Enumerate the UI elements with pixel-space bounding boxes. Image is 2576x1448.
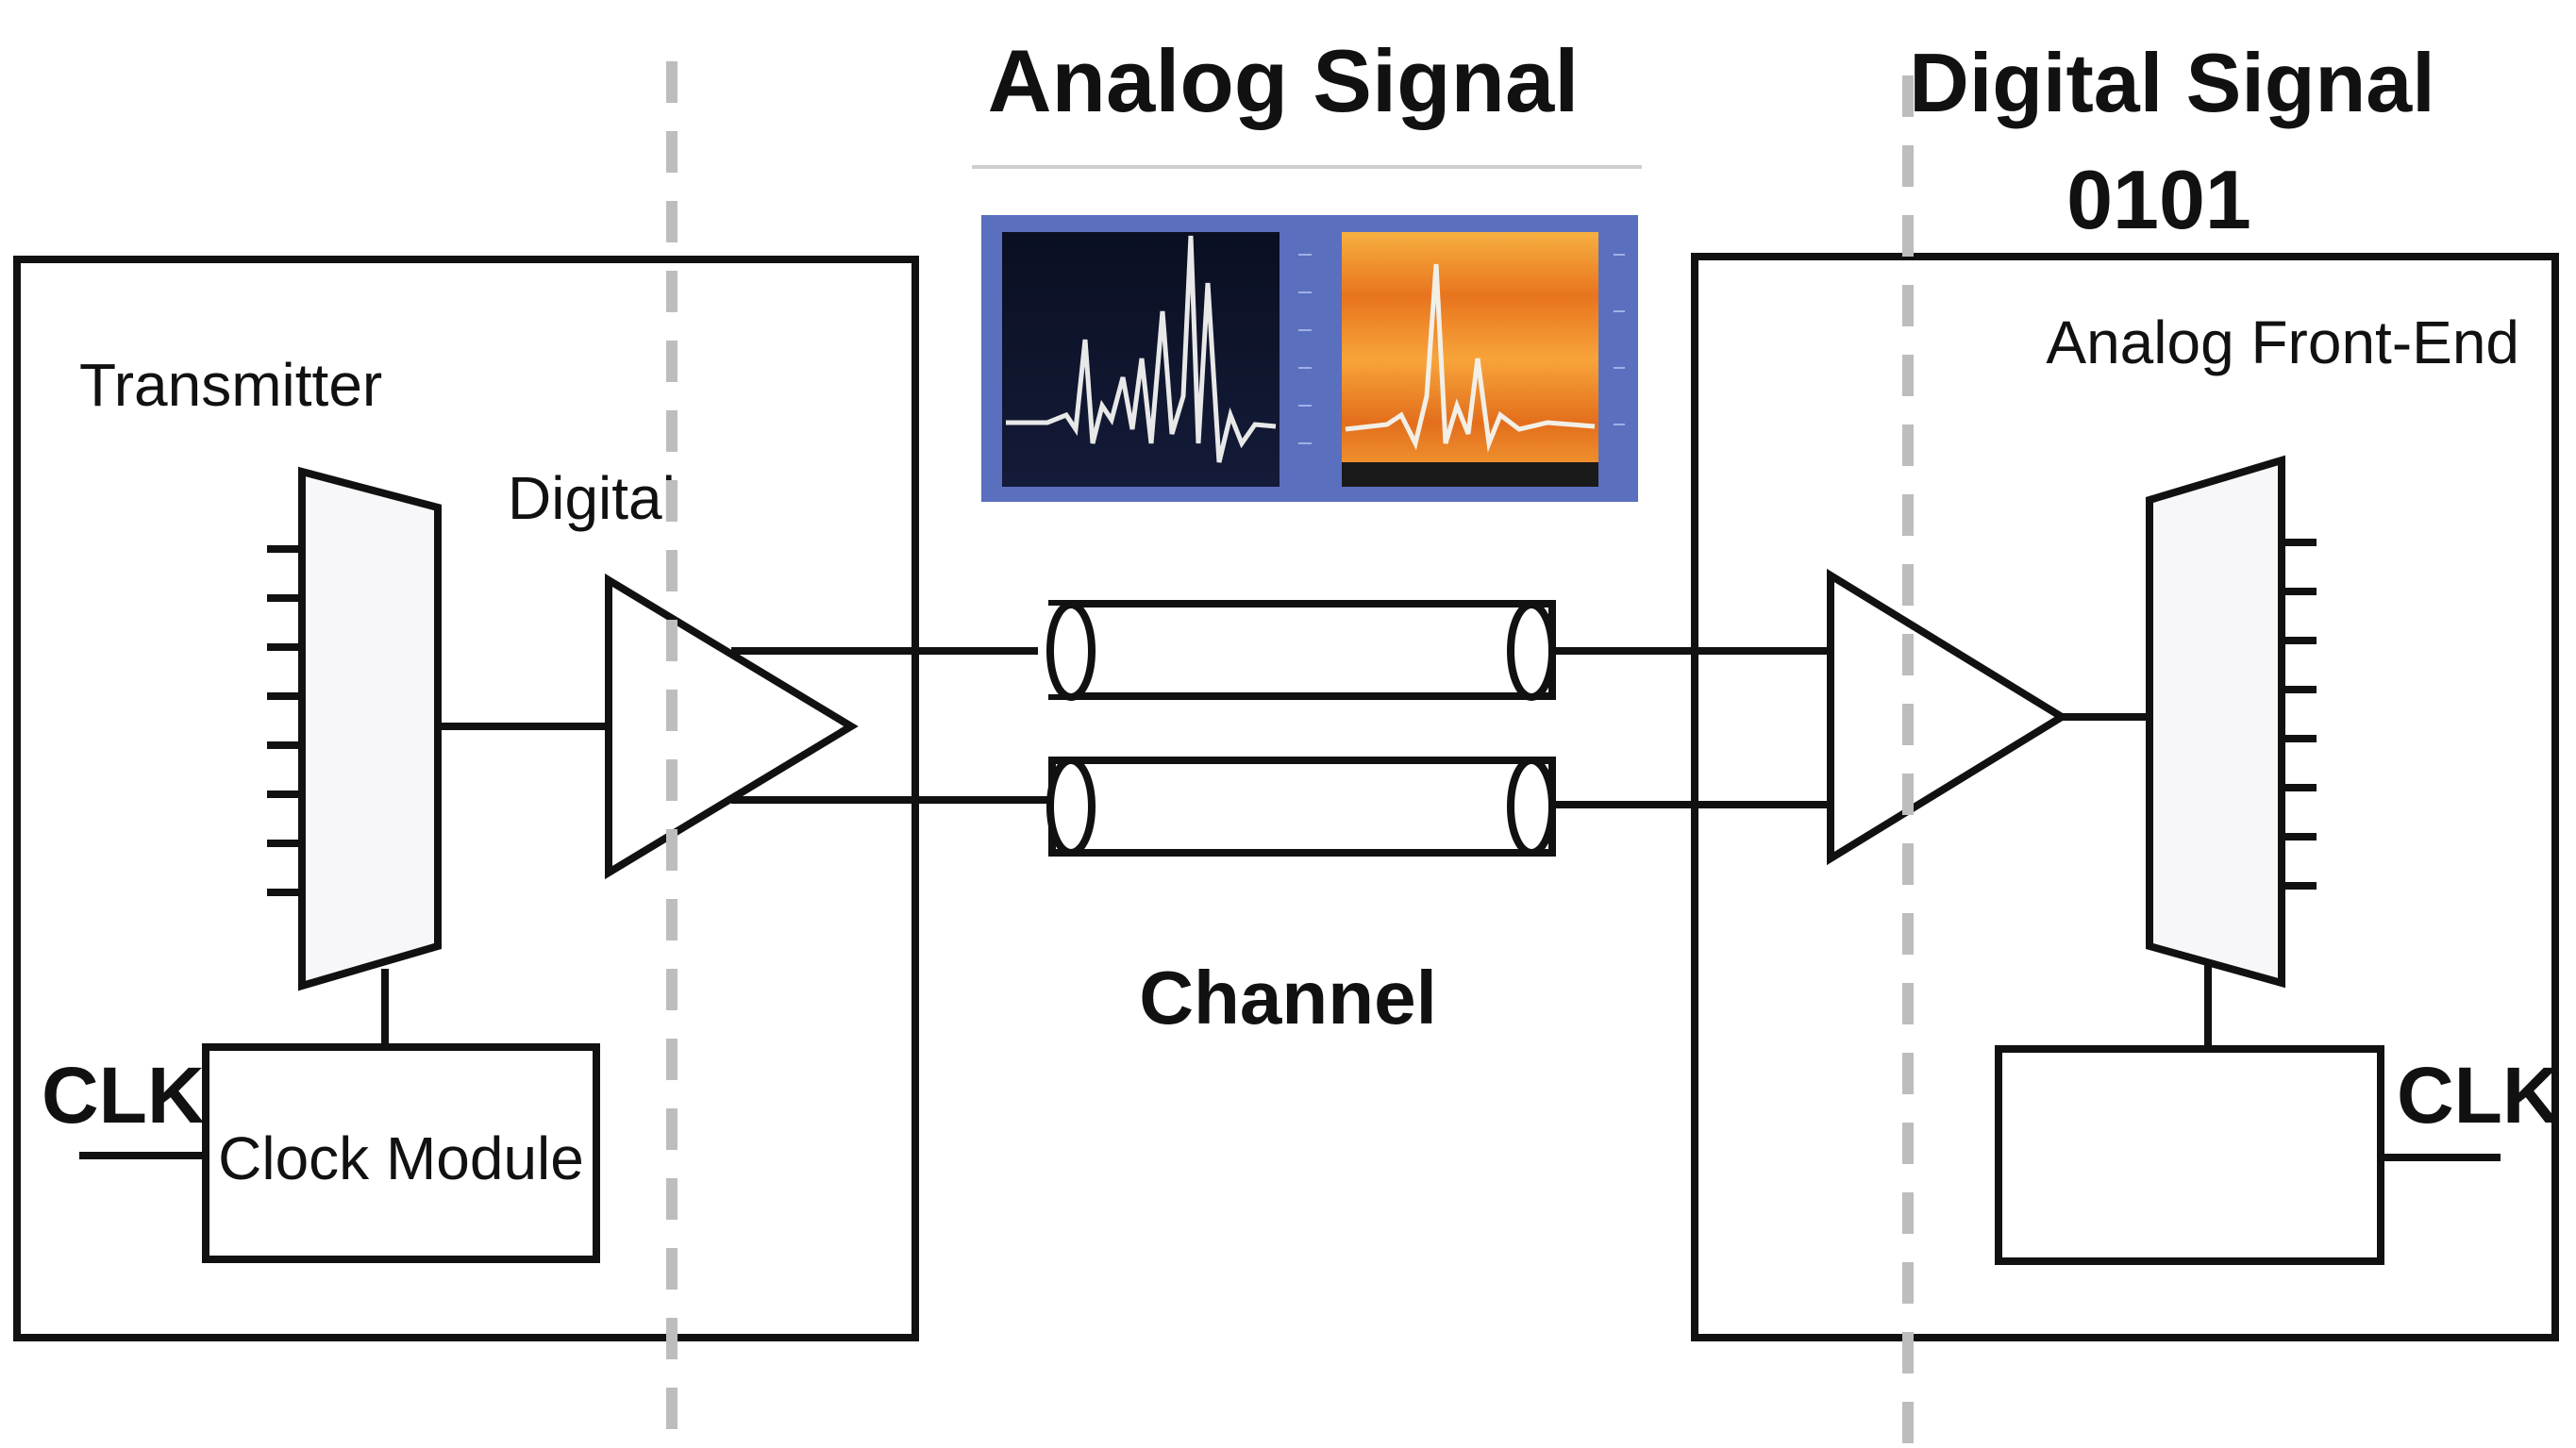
scope-scale-ticks: [1298, 254, 1625, 444]
digital-label: Digital: [508, 464, 676, 532]
clock-module-box: [202, 1043, 600, 1263]
scope-right-screen: [1342, 232, 1598, 487]
rx-clock-box: [1995, 1045, 2384, 1265]
digital-signal-title: Digital Signal: [1909, 36, 2434, 129]
scope-right-band: [1342, 462, 1598, 487]
digital-value-text: 0101: [2066, 153, 2251, 246]
tx-driver-icon: [605, 573, 859, 880]
coaxial-cable-bottom-icon: [1046, 757, 1556, 857]
rx-amplifier-icon: [1827, 568, 2069, 866]
channel-label: Channel: [1139, 956, 1437, 1040]
oscilloscope-screens-icon: [981, 215, 1638, 502]
analog-front-end-label: Analog Front-End: [2046, 308, 2519, 376]
transmitter-label: Transmitter: [79, 351, 382, 419]
scope-right-waveform: [1345, 263, 1596, 453]
receiver-box: [1691, 253, 2559, 1341]
scope-left-waveform: [1006, 235, 1277, 463]
rx-deserializer-icon: [2146, 455, 2317, 989]
tx-clk-label: CLK: [42, 1051, 205, 1140]
clock-module-label: Clock Module: [218, 1124, 584, 1192]
rx-clk-label: CLK: [2397, 1051, 2560, 1140]
coaxial-cable-top-icon: [1038, 600, 1556, 701]
tx-serializer-icon: [267, 466, 442, 991]
analog-signal-title: Analog Signal: [988, 31, 1580, 130]
